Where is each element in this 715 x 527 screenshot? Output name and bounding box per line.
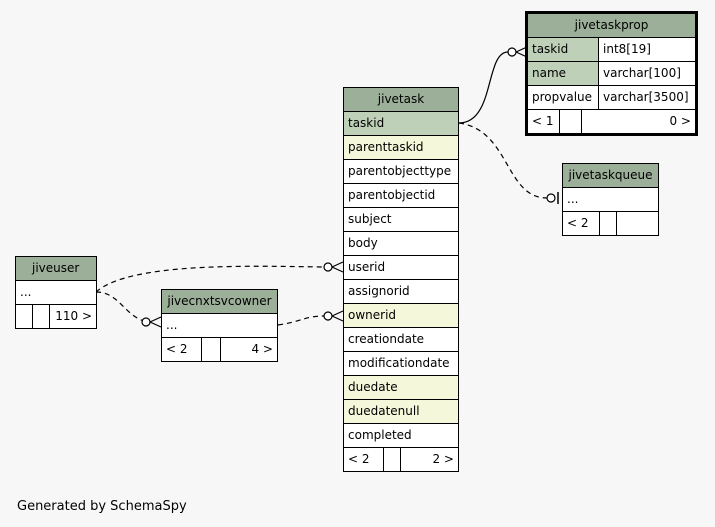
edge-jivetask-jivetaskprop: [458, 51, 509, 124]
column-name: parenttaskid: [348, 140, 424, 154]
column-name: taskid: [348, 116, 385, 130]
columns-count: [384, 448, 401, 471]
column-row: modificationdate: [344, 352, 458, 376]
children-count: 2 >: [432, 452, 454, 466]
edge-end-circle: [323, 262, 333, 272]
edge-jivecnxtsvcowner-jivetask-ownerid: [277, 315, 325, 326]
column-name: assignorid: [348, 284, 410, 298]
parents-count: < 2: [344, 448, 384, 471]
column-row-indexed: duedatenull: [344, 400, 458, 424]
table-row: ...: [563, 188, 658, 212]
table-jivetask[interactable]: jivetask taskid parenttaskid parentobjec…: [343, 87, 459, 472]
table-title[interactable]: jivetaskqueue: [563, 164, 658, 188]
parents-count: < 2: [563, 212, 600, 235]
parents-count: < 2: [162, 338, 202, 361]
column-row-indexed: parenttaskid: [344, 136, 458, 160]
column-row: body: [344, 232, 458, 256]
table-title[interactable]: jivecnxtsvcowner: [162, 290, 277, 314]
edge-jiveuser-jivetask-userid: [95, 265, 325, 293]
column-row-primary-key: taskid: [344, 112, 458, 136]
table-title[interactable]: jivetask: [344, 88, 458, 112]
column-name: parentobjecttype: [348, 164, 452, 178]
edge-crowfoot: [331, 261, 344, 273]
column-name: duedatenull: [348, 404, 420, 418]
edge-end-circle: [546, 193, 556, 203]
column-name: userid: [348, 260, 386, 274]
column-name: completed: [348, 428, 412, 442]
edge-crowfoot: [331, 310, 344, 322]
table-footer: < 2 2 >: [344, 448, 458, 471]
parents-count: [16, 305, 33, 328]
column-name: duedate: [348, 380, 398, 394]
column-row: userid: [344, 256, 458, 280]
children-count: 0 >: [669, 114, 691, 128]
edge-jiveuser-jivecnxtsvcowner: [95, 291, 149, 323]
column-row: completed: [344, 424, 458, 448]
column-row-primary-key: name varchar[100]: [528, 62, 695, 86]
column-row-indexed: ownerid: [344, 304, 458, 328]
children-count: 4 >: [251, 342, 273, 356]
column-ellipsis: ...: [20, 285, 32, 299]
column-name: name: [528, 62, 599, 85]
table-title[interactable]: jiveuser: [16, 257, 96, 281]
columns-count: [600, 212, 617, 235]
column-type: varchar[100]: [603, 66, 681, 80]
table-title[interactable]: jivetaskprop: [528, 14, 695, 38]
table-footer: 110 >: [16, 305, 96, 328]
column-row: assignorid: [344, 280, 458, 304]
column-name: body: [348, 236, 378, 250]
edge-crowfoot: [149, 316, 162, 328]
table-jiveuser[interactable]: jiveuser ... 110 >: [15, 256, 97, 329]
children-count: 110 >: [55, 309, 92, 323]
column-row: creationdate: [344, 328, 458, 352]
edge-end-circle: [507, 47, 517, 57]
edge-jivetask-jivetaskqueue: [458, 122, 548, 199]
column-name: parentobjectid: [348, 188, 436, 202]
table-footer: < 2 4 >: [162, 338, 277, 361]
table-footer: < 1 0 >: [528, 110, 695, 133]
columns-count: [33, 305, 50, 328]
column-name: propvalue: [528, 86, 599, 109]
generated-by-label: Generated by SchemaSpy: [17, 499, 187, 514]
columns-count: [560, 110, 582, 133]
column-type: int8[19]: [603, 42, 651, 56]
edge-end-circle: [141, 317, 151, 327]
column-name: subject: [348, 212, 392, 226]
table-footer: < 2: [563, 212, 658, 235]
column-ellipsis: ...: [166, 318, 178, 332]
column-row-indexed: duedate: [344, 376, 458, 400]
column-row: subject: [344, 208, 458, 232]
column-row: parentobjecttype: [344, 160, 458, 184]
column-row: parentobjectid: [344, 184, 458, 208]
column-ellipsis: ...: [567, 192, 579, 206]
table-jivetaskqueue[interactable]: jivetaskqueue ... < 2: [562, 163, 659, 236]
table-jiveptaskprop[interactable]: jivetaskprop taskid int8[19] name varcha…: [525, 11, 698, 136]
column-type: varchar[3500]: [603, 90, 689, 104]
table-row: ...: [162, 314, 277, 338]
column-name: modificationdate: [348, 356, 450, 370]
column-name: taskid: [528, 38, 599, 61]
column-row-primary-key: taskid int8[19]: [528, 38, 695, 62]
columns-count: [202, 338, 221, 361]
edge-end-circle: [323, 311, 333, 321]
column-name: ownerid: [348, 308, 397, 322]
table-row: ...: [16, 281, 96, 305]
table-jivecnxtsvcowner[interactable]: jivecnxtsvcowner ... < 2 4 >: [161, 289, 278, 362]
parents-count: < 1: [528, 110, 560, 133]
column-row: propvalue varchar[3500]: [528, 86, 695, 110]
children-count: [617, 212, 658, 235]
column-name: creationdate: [348, 332, 425, 346]
